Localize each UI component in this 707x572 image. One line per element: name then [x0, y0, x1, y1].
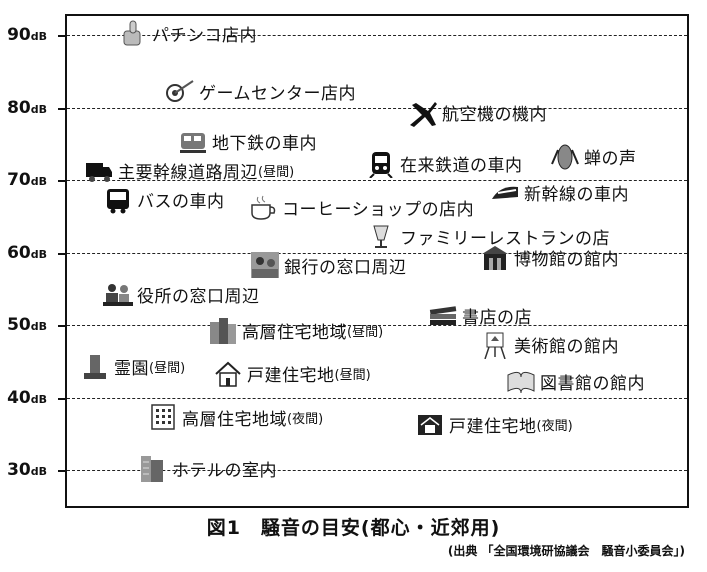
noise-item: 戸建住宅地(夜間) — [415, 411, 573, 439]
item-label: バスの車内 — [137, 192, 225, 213]
y-tick-mark — [58, 252, 67, 255]
y-tick-mark — [58, 180, 67, 182]
y-tick-mark — [58, 325, 67, 327]
noise-item: 美術館の館内 — [480, 331, 619, 359]
gridline — [67, 107, 687, 109]
airplane-icon — [408, 99, 438, 127]
item-label: 地下鉄の車内 — [212, 134, 317, 155]
item-sublabel: (夜間) — [287, 411, 324, 427]
item-label: 蝉の声 — [584, 148, 637, 169]
grave-icon — [80, 353, 110, 381]
chart-frame — [65, 14, 689, 508]
item-label: 高層住宅地域 — [182, 409, 287, 430]
item-label: 新幹線の車内 — [524, 185, 629, 205]
noise-item: ホテルの室内 — [138, 454, 277, 482]
cicada-icon — [550, 142, 580, 170]
y-tick-label: 60dB — [7, 242, 47, 263]
y-tick-label: 70dB — [7, 170, 47, 190]
y-tick-label: 80dB — [7, 97, 47, 118]
item-label: 戸建住宅地 — [247, 366, 335, 387]
books-icon — [428, 302, 458, 330]
item-sublabel: (昼間) — [258, 165, 295, 181]
thumbs-up-icon — [118, 19, 148, 47]
apartment-icon — [148, 403, 178, 431]
noise-item: 航空機の機内 — [408, 99, 547, 127]
noise-item: 博物館の館内 — [480, 244, 619, 272]
item-label: コーヒーショップの店内 — [282, 199, 475, 220]
noise-item: 地下鉄の車内 — [178, 128, 317, 156]
y-tick-label: 90dB — [7, 25, 47, 45]
noise-item: パチンコ店内 — [118, 19, 257, 47]
house-night-icon — [415, 411, 445, 439]
y-tick-mark — [58, 397, 67, 400]
item-sublabel: (昼間) — [149, 361, 186, 376]
subway-train-icon — [178, 128, 208, 156]
gridline — [67, 470, 687, 471]
item-label: ゲームセンター店内 — [199, 83, 356, 104]
shinkansen-icon — [490, 179, 520, 207]
noise-item: 主要幹線道路周辺(昼間) — [84, 157, 294, 185]
noise-item: ゲームセンター店内 — [165, 77, 356, 105]
gridline — [67, 397, 687, 399]
gridline — [67, 252, 687, 254]
item-label: 書店の店 — [462, 308, 532, 329]
gridline — [67, 325, 687, 326]
noise-item: 高層住宅地域(夜間) — [148, 403, 323, 431]
noise-item: 銀行の窓口周辺 — [250, 251, 407, 279]
truck-icon — [84, 157, 114, 185]
museum-icon — [480, 244, 510, 272]
item-label: 図書館の館内 — [540, 373, 645, 394]
item-label: 在来鉄道の車内 — [400, 156, 523, 176]
item-label: 銀行の窓口周辺 — [284, 257, 407, 278]
item-label: パチンコ店内 — [152, 25, 257, 46]
item-sublabel: (昼間) — [334, 368, 371, 384]
noise-item: コーヒーショップの店内 — [248, 193, 474, 221]
item-label: 美術館の館内 — [514, 337, 619, 358]
item-sublabel: (夜間) — [536, 419, 573, 434]
parfait-icon — [366, 222, 396, 250]
noise-item: 高層住宅地域(昼間) — [208, 316, 384, 345]
noise-item: バスの車内 — [103, 186, 225, 214]
dart-target-icon — [165, 77, 195, 105]
y-tick-mark — [58, 35, 67, 37]
office-counter-icon — [103, 280, 133, 308]
hotel-icon — [138, 454, 168, 482]
figure-caption: 図1 騒音の目安(都心・近郊用) — [206, 517, 501, 539]
train-icon — [366, 150, 396, 179]
noise-item: 戸建住宅地(昼間) — [213, 360, 371, 388]
high-rise-icon — [208, 316, 238, 345]
coffee-cup-icon — [248, 193, 278, 221]
item-label: 高層住宅地域 — [242, 322, 347, 343]
item-label: ホテルの室内 — [172, 460, 277, 481]
item-label: 博物館の館内 — [514, 250, 619, 271]
easel-icon — [480, 331, 510, 359]
noise-item: 役所の窓口周辺 — [103, 280, 260, 308]
bank-teller-icon — [250, 251, 280, 279]
y-tick-label: 30dB — [7, 460, 47, 480]
noise-item: 図書館の館内 — [506, 367, 645, 395]
noise-item: 在来鉄道の車内 — [366, 150, 523, 179]
bus-icon — [103, 186, 133, 214]
figure-source: (出典 「全国環境研協議会 騒音小委員会」) — [447, 544, 685, 558]
open-book-icon — [506, 367, 536, 395]
gridline — [67, 180, 687, 181]
noise-item: ファミリーレストランの店 — [366, 222, 610, 250]
y-tick-label: 50dB — [7, 315, 47, 335]
y-tick-label: 40dB — [7, 387, 47, 408]
item-label: 航空機の機内 — [442, 105, 547, 126]
y-tick-mark — [58, 107, 67, 110]
item-label: 戸建住宅地 — [449, 417, 537, 437]
item-label: 主要幹線道路周辺 — [118, 163, 258, 184]
item-sublabel: (昼間) — [347, 324, 384, 340]
item-label: 霊園 — [114, 359, 149, 379]
house-icon — [213, 360, 243, 388]
item-label: 役所の窓口周辺 — [137, 286, 260, 307]
noise-item: 書店の店 — [428, 302, 532, 330]
noise-item: 蝉の声 — [550, 142, 637, 170]
y-tick-mark — [58, 470, 67, 472]
noise-item: 新幹線の車内 — [490, 179, 629, 207]
noise-item: 霊園(昼間) — [80, 353, 185, 381]
item-label: ファミリーレストランの店 — [400, 228, 610, 249]
gridline — [67, 35, 687, 36]
